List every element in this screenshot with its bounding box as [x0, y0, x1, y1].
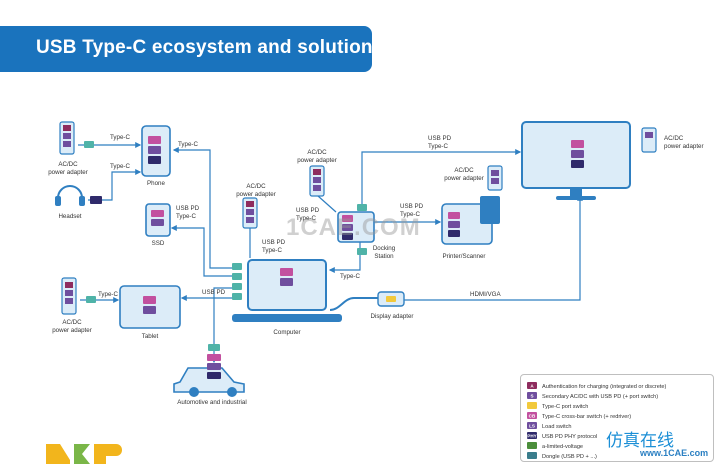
- label-usbpd-tablet: USB PD: [202, 289, 226, 296]
- legend-text: Type-C cross-bar switch (+ redriver): [542, 414, 631, 420]
- label-typec-docking: Type-C: [296, 215, 316, 222]
- legend-key: LS: [529, 424, 535, 429]
- legend-swatch: [527, 452, 537, 459]
- label-adapter-monitor: power adapter: [664, 143, 704, 150]
- legend-text: Load switch: [542, 424, 572, 430]
- legend-svg: A Authentication for charging (integrated…: [527, 382, 667, 460]
- acdc-adapter-monitor: [641, 127, 657, 153]
- label-usbpd-computer: USB PD: [262, 239, 286, 246]
- legend-swatch: [527, 402, 537, 409]
- label-usbpd-docking: USB PD: [296, 207, 320, 214]
- legend-text: a-limited-voltage: [542, 444, 583, 450]
- acdc-adapter-tablet: [61, 277, 96, 315]
- label-typec-printer: Type-C: [400, 211, 420, 218]
- legend-text: Secondary AC/DC with USB PD (+ port swit…: [542, 394, 658, 400]
- label-typec-3: Type-C: [178, 141, 198, 148]
- legend-swatch: [527, 442, 537, 449]
- acdc-adapter-docking: [309, 165, 325, 197]
- label-adapter-computer: power adapter: [236, 191, 276, 198]
- legend-swatch: [527, 422, 537, 429]
- label-computer: Computer: [273, 329, 300, 336]
- label-typec-1: Type-C: [110, 134, 130, 141]
- label-acdc-monitor: AC/DC: [664, 135, 684, 142]
- legend-key: PHY: [527, 434, 536, 439]
- computer-device: [232, 259, 342, 322]
- label-adapter-tablet: power adapter: [52, 327, 92, 334]
- ssd-device: [145, 203, 171, 237]
- label-ssd: SSD: [152, 240, 165, 247]
- monitor-device: [521, 121, 631, 200]
- label-headset: Headset: [58, 213, 81, 220]
- phone-device: [141, 125, 171, 177]
- label-display-adapter: Display adapter: [371, 313, 414, 320]
- legend-text: USB PD PHY protocol: [542, 434, 597, 440]
- legend-swatch: [527, 432, 537, 439]
- headset-icon: [55, 185, 102, 206]
- printer-scanner-device: [441, 196, 500, 245]
- label-adapter-phone: power adapter: [48, 169, 88, 176]
- acdc-adapter-computer: [242, 197, 258, 229]
- label-acdc-tablet: AC/DC: [62, 319, 82, 326]
- label-usbpd-monitor: USB PD: [428, 135, 452, 142]
- legend-swatch: [527, 392, 537, 399]
- legend-text: Authentication for charging (integrated …: [542, 384, 667, 390]
- label-acdc-phone: AC/DC: [58, 161, 78, 168]
- watermark: 1CAE.COM: [286, 214, 421, 241]
- label-automotive: Automotive and industrial: [177, 399, 246, 406]
- page-title: USB Type-C ecosystem and solutions: [36, 37, 384, 58]
- label-docking: Docking: [373, 245, 396, 252]
- display-adapter-device: [329, 291, 405, 311]
- title-banner: USB Type-C ecosystem and solutions: [0, 26, 383, 72]
- legend-key: A: [530, 384, 534, 389]
- legend-text: Type-C port switch: [542, 404, 588, 410]
- label-phone: Phone: [147, 180, 165, 187]
- legend-swatch: [527, 412, 537, 419]
- tablet-device: [119, 285, 181, 329]
- label-station: Station: [374, 253, 394, 260]
- legend-text: Dongle (USB PD + ...): [542, 454, 597, 460]
- label-acdc-docking: AC/DC: [307, 149, 327, 156]
- label-typec-ssd: Type-C: [176, 213, 196, 220]
- label-adapter-printer: power adapter: [444, 175, 484, 182]
- label-hdmi: HDMI/VGA: [470, 291, 501, 298]
- label-acdc-computer: AC/DC: [246, 183, 266, 190]
- car-device: [173, 344, 245, 397]
- label-printer: Printer/Scanner: [443, 253, 486, 260]
- cn-watermark: 仿真在线: [606, 431, 674, 451]
- docking-station-device: [337, 204, 375, 255]
- legend-swatch: [527, 382, 537, 389]
- label-typec-tablet-left: Type-C: [98, 291, 118, 298]
- label-usbpd-printer: USB PD: [400, 203, 424, 210]
- legend-key: S: [530, 394, 533, 399]
- connection-lines: [78, 142, 583, 364]
- legend: A Authentication for charging (integrated…: [520, 374, 714, 462]
- label-typec-computer: Type-C: [262, 247, 282, 254]
- legend-key: CB: [529, 414, 536, 419]
- label-typec-monitor: Type-C: [428, 143, 448, 150]
- label-typec-2: Type-C: [110, 163, 130, 170]
- acdc-adapter-printer: [487, 165, 503, 191]
- nxp-logo: [46, 444, 122, 464]
- label-tablet: Tablet: [142, 333, 159, 340]
- acdc-adapter-phone: [59, 121, 94, 155]
- cn-url: www.1CAE.com: [640, 448, 709, 458]
- label-usbpd-ssd: USB PD: [176, 205, 200, 212]
- label-typec-dock-computer: Type-C: [340, 273, 360, 280]
- label-acdc-printer: AC/DC: [454, 167, 474, 174]
- label-adapter-docking: power adapter: [297, 157, 337, 164]
